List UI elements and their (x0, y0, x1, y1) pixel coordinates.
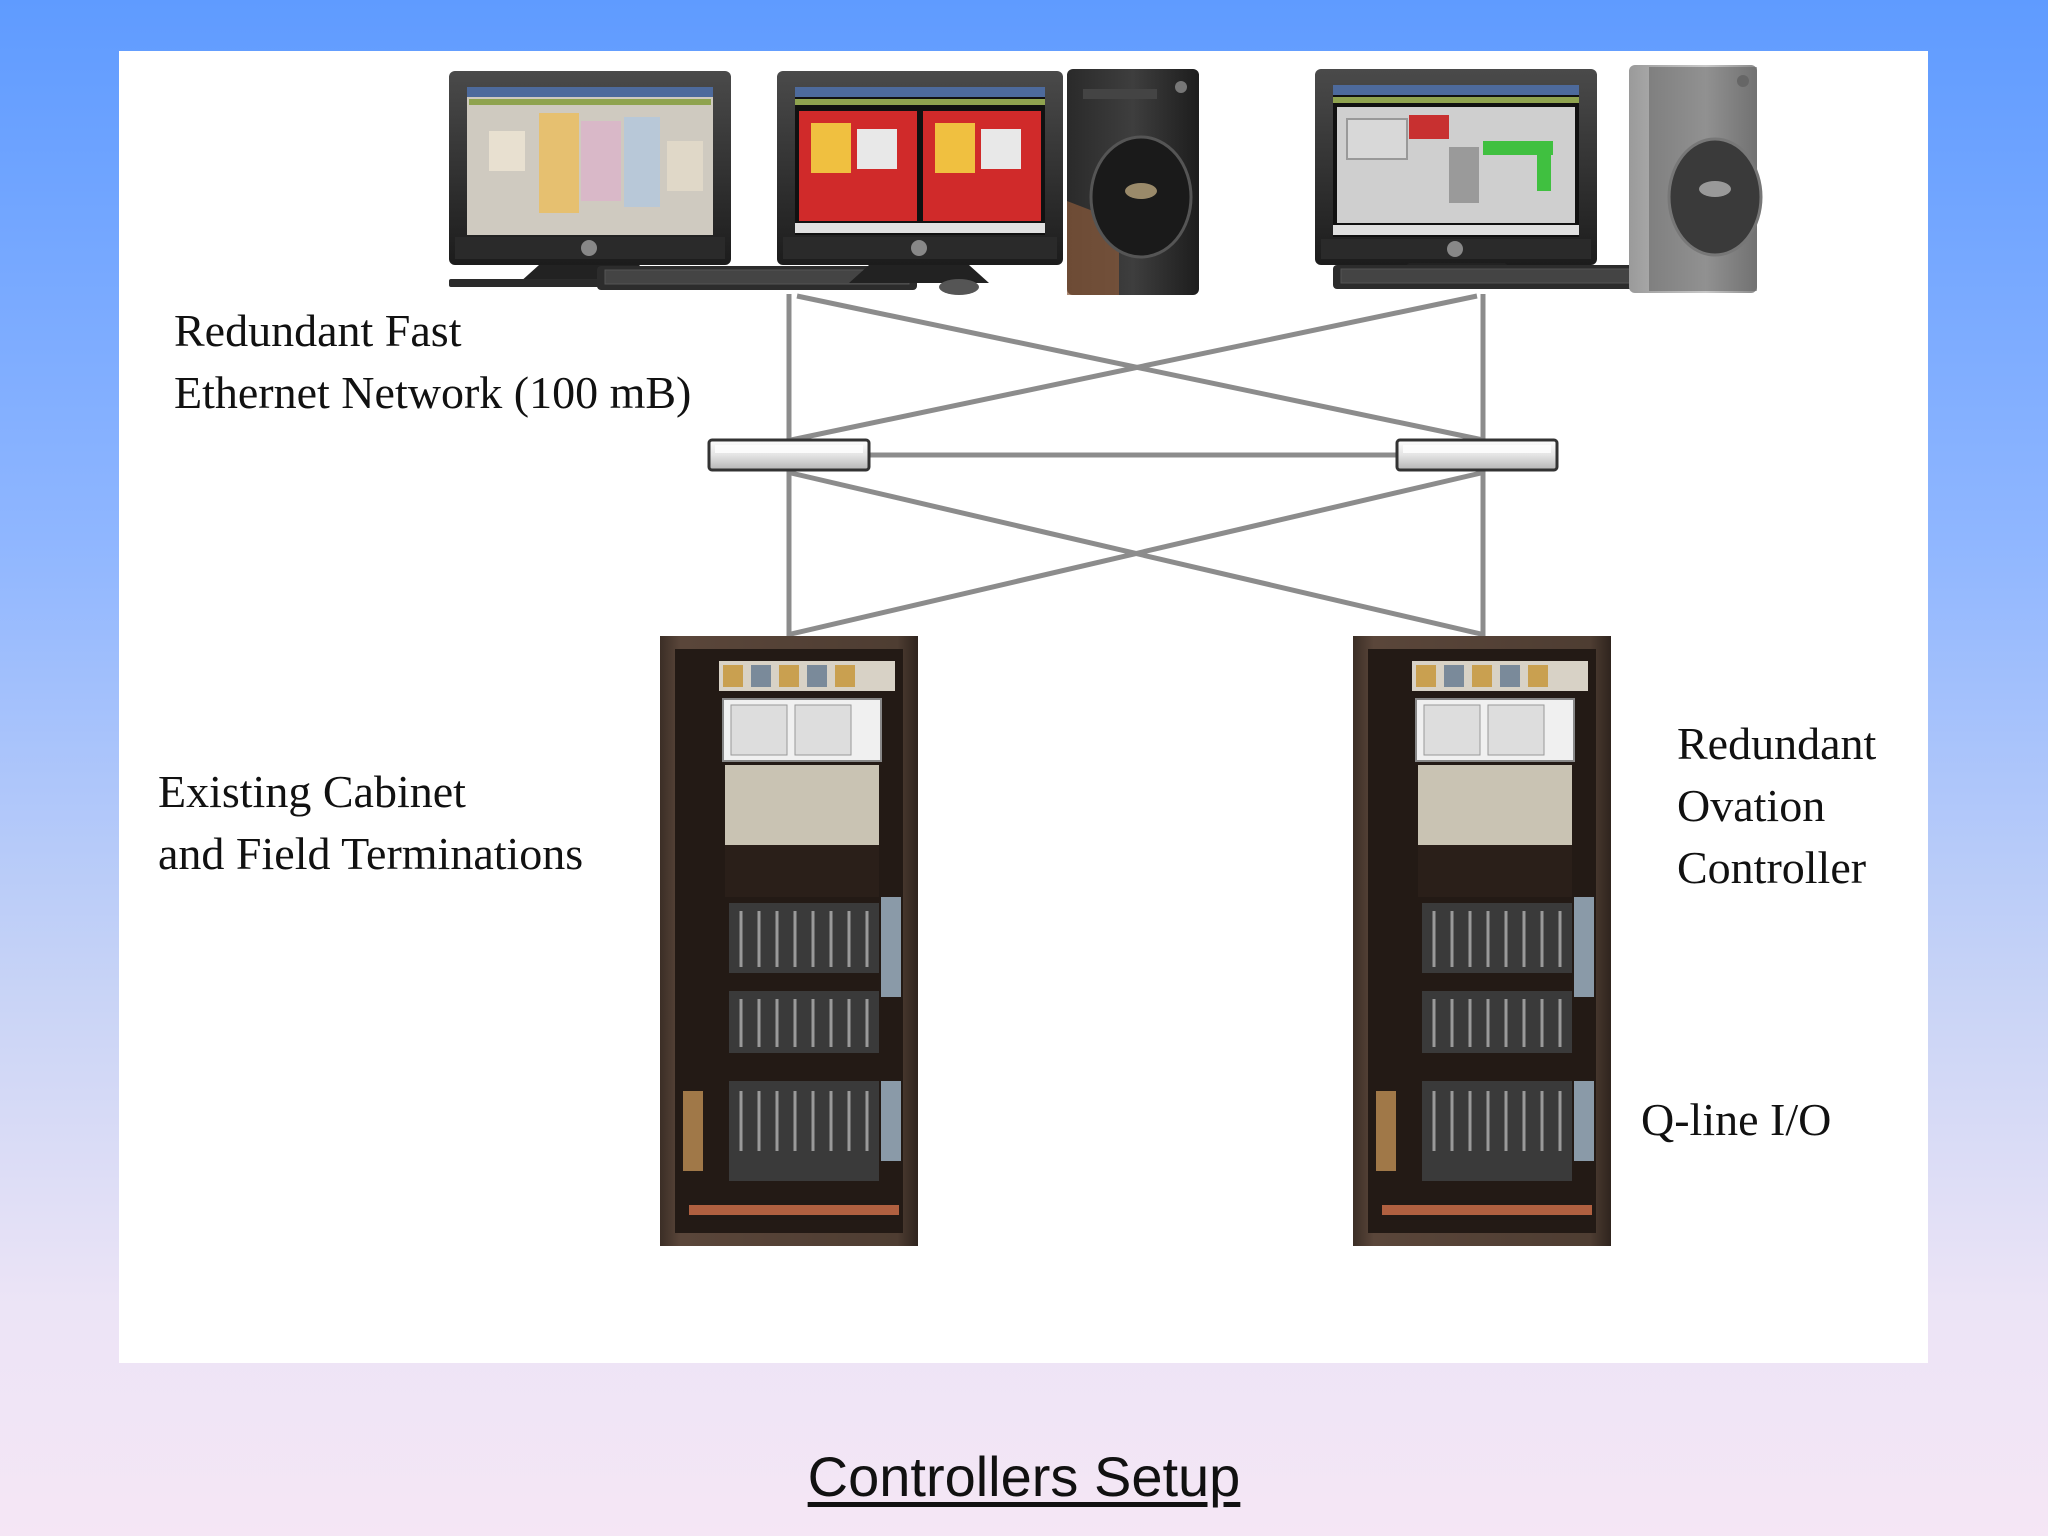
network-label-line-1: Redundant Fast (174, 305, 462, 356)
monitor-2 (777, 71, 1063, 283)
control-cabinet-right (1353, 636, 1611, 1246)
network-label-line-2: Ethernet Network (100 mB) (174, 367, 692, 418)
cabinet-label-line-1: Existing Cabinet (158, 766, 466, 817)
network-label: Redundant Fast Ethernet Network (100 mB) (174, 300, 691, 424)
controller-label: Redundant Ovation Controller (1677, 713, 1876, 899)
monitor-1 (449, 71, 731, 287)
network-cables (786, 293, 1486, 637)
diagram-panel: Redundant Fast Ethernet Network (100 mB)… (119, 51, 1928, 1363)
io-label: Q-line I/O (1641, 1094, 1832, 1145)
cabinet-label: Existing Cabinet and Field Terminations (158, 761, 583, 885)
controller-label-line-2: Ovation (1677, 780, 1826, 831)
monitor-3 (1315, 69, 1597, 279)
ethernet-switch-right (1395, 438, 1559, 472)
keyboard-2 (1333, 265, 1659, 289)
slide-title: Controllers Setup (807, 1445, 1241, 1508)
keyboard-1 (597, 266, 917, 290)
controller-label-line-3: Controller (1677, 842, 1867, 893)
computer-tower-1 (1067, 69, 1199, 295)
controller-label-line-1: Redundant (1677, 718, 1877, 769)
computer-tower-2 (1629, 65, 1763, 293)
control-cabinet-left (660, 636, 918, 1246)
mouse (939, 279, 979, 295)
ethernet-switch-left (707, 438, 871, 472)
cabinet-label-line-2: and Field Terminations (158, 828, 584, 879)
network-diagram (449, 65, 1763, 1246)
